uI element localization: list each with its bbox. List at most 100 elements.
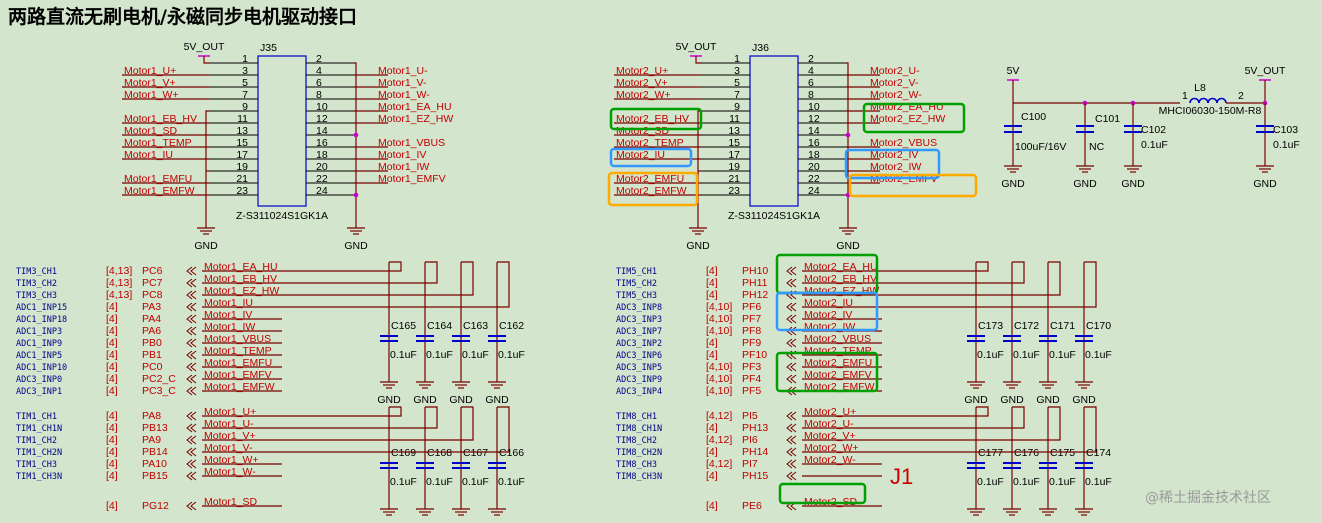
net-label-left: Motor2_V+ bbox=[616, 77, 668, 89]
mcu-sheet-ref: [4] bbox=[106, 500, 118, 512]
cap-ref: C172 bbox=[1014, 320, 1039, 332]
mcu-function: TIM5_CH1 bbox=[616, 267, 657, 277]
net-label: Motor2_W- bbox=[804, 454, 856, 466]
mcu-function: ADC1_INP3 bbox=[16, 327, 62, 337]
gnd-wire-right bbox=[354, 62, 357, 222]
net-label: Motor2_IU bbox=[804, 297, 853, 309]
mcu-function: TIM8_CH3 bbox=[616, 460, 657, 470]
cap-value: 0.1uF bbox=[1085, 476, 1112, 488]
pin-number: 16 bbox=[316, 137, 328, 149]
port-arrow bbox=[186, 447, 197, 457]
mcu-function: TIM1_CH2N bbox=[16, 448, 62, 458]
net-label: Motor1_IU bbox=[204, 297, 253, 309]
mcu-function: ADC3_INP4 bbox=[616, 387, 662, 397]
mcu-sheet-ref: [4] bbox=[106, 410, 118, 422]
pin-number: 4 bbox=[316, 65, 322, 77]
pin-number: 10 bbox=[808, 101, 820, 113]
mcu-pin: PB1 bbox=[142, 349, 162, 361]
net-label: Motor1_U+ bbox=[204, 406, 256, 418]
pin-number: 11 bbox=[729, 113, 740, 125]
mcu-sheet-ref: [4] bbox=[106, 385, 118, 397]
net-label: Motor1_W+ bbox=[204, 454, 259, 466]
mcu-pin: PF5 bbox=[742, 385, 761, 397]
net-label-right: Motor1_VBUS bbox=[378, 137, 445, 149]
net-label: Motor2_EA_HU bbox=[804, 261, 878, 273]
cap-ref: C169 bbox=[391, 447, 416, 459]
gnd-label: GND bbox=[836, 240, 860, 252]
power-net-label: 5V_OUT bbox=[676, 41, 717, 53]
mcu-pin: PF8 bbox=[742, 325, 761, 337]
pin-number: 5 bbox=[734, 77, 740, 89]
net-label: Motor1_V- bbox=[204, 442, 253, 454]
gnd-label: GND bbox=[1001, 178, 1025, 190]
port-arrow bbox=[186, 459, 197, 469]
gnd-label: GND bbox=[449, 521, 473, 523]
pin-number: 20 bbox=[808, 161, 820, 173]
mcu-pin: PC0 bbox=[142, 361, 163, 373]
cap-net-wire bbox=[282, 406, 510, 453]
mcu-pin: PC6 bbox=[142, 265, 163, 277]
gnd-label: GND bbox=[485, 521, 509, 523]
mcu-function: TIM8_CH3N bbox=[616, 472, 662, 482]
cap-net-wire bbox=[282, 261, 438, 284]
mcu-pin: PI6 bbox=[742, 434, 758, 446]
net-label-right: Motor1_IW bbox=[378, 161, 429, 173]
mcu-sheet-ref: [4,10] bbox=[706, 361, 732, 373]
pin-number: 3 bbox=[242, 65, 248, 77]
connector-body bbox=[749, 55, 799, 207]
net-label: Motor1_V+ bbox=[204, 430, 256, 442]
pin-number: 8 bbox=[316, 89, 322, 101]
net-label: Motor1_EA_HU bbox=[204, 261, 278, 273]
cap-ref: C100 bbox=[1021, 111, 1046, 123]
connector-part: Z-S311024S1GK1A bbox=[728, 210, 820, 222]
port-arrow bbox=[186, 374, 197, 384]
net-label: Motor1_IW bbox=[204, 321, 255, 333]
net-label: Motor2_U- bbox=[804, 418, 854, 430]
gnd-label: GND bbox=[964, 521, 988, 523]
mcu-function: ADC1_INP10 bbox=[16, 363, 67, 373]
mcu-pin: PI7 bbox=[742, 458, 758, 470]
mcu-sheet-ref: [4,13] bbox=[106, 265, 132, 277]
port-arrow bbox=[786, 266, 797, 276]
gnd-label: GND bbox=[1072, 394, 1096, 406]
mcu-pin: PH13 bbox=[742, 422, 768, 434]
inductor-coil bbox=[1207, 97, 1218, 104]
mcu-pin: PC7 bbox=[142, 277, 163, 289]
mcu-pin: PA6 bbox=[142, 325, 161, 337]
net-label-left: Motor1_TEMP bbox=[124, 137, 192, 149]
pin-number: 17 bbox=[236, 149, 248, 161]
net-label: Motor1_VBUS bbox=[204, 333, 271, 345]
cap-net-wire bbox=[882, 261, 1025, 284]
mcu-function: ADC3_INP7 bbox=[616, 327, 662, 337]
cap-value: 0.1uF bbox=[1273, 139, 1300, 151]
cap-ref: C101 bbox=[1095, 113, 1120, 125]
gnd-label: GND bbox=[1000, 394, 1024, 406]
pin-number: 21 bbox=[236, 173, 248, 185]
mcu-function: ADC3_INP6 bbox=[616, 351, 662, 361]
mcu-pin: PB15 bbox=[142, 470, 168, 482]
pin-number: 14 bbox=[808, 125, 820, 137]
gnd-label: GND bbox=[964, 394, 988, 406]
mcu-function: TIM8_CH1N bbox=[616, 424, 662, 434]
gnd-label: GND bbox=[377, 394, 401, 406]
mcu-sheet-ref: [4] bbox=[106, 361, 118, 373]
net-label-right: Motor1_U- bbox=[378, 65, 428, 77]
pin-number: 22 bbox=[316, 173, 328, 185]
mcu-function: ADC3_INP3 bbox=[616, 315, 662, 325]
net-label: Motor2_EB_HV bbox=[804, 273, 877, 285]
mcu-function: TIM1_CH1 bbox=[16, 412, 57, 422]
connector-part: Z-S311024S1GK1A bbox=[236, 210, 328, 222]
net-label-left: Motor1_EB_HV bbox=[124, 113, 197, 125]
mcu-pin: PC8 bbox=[142, 289, 163, 301]
cap-value: 0.1uF bbox=[426, 476, 453, 488]
mcu-sheet-ref: [4,13] bbox=[106, 289, 132, 301]
mcu-pin: PB0 bbox=[142, 337, 162, 349]
net-label: Motor2_EMFU bbox=[804, 357, 872, 369]
gnd-wire-left bbox=[205, 110, 210, 222]
pin-number: 22 bbox=[808, 173, 820, 185]
cap-value: 0.1uF bbox=[977, 476, 1004, 488]
port-arrow bbox=[786, 411, 797, 421]
gnd-label: GND bbox=[344, 240, 368, 252]
mcu-function: TIM3_CH3 bbox=[16, 291, 57, 301]
